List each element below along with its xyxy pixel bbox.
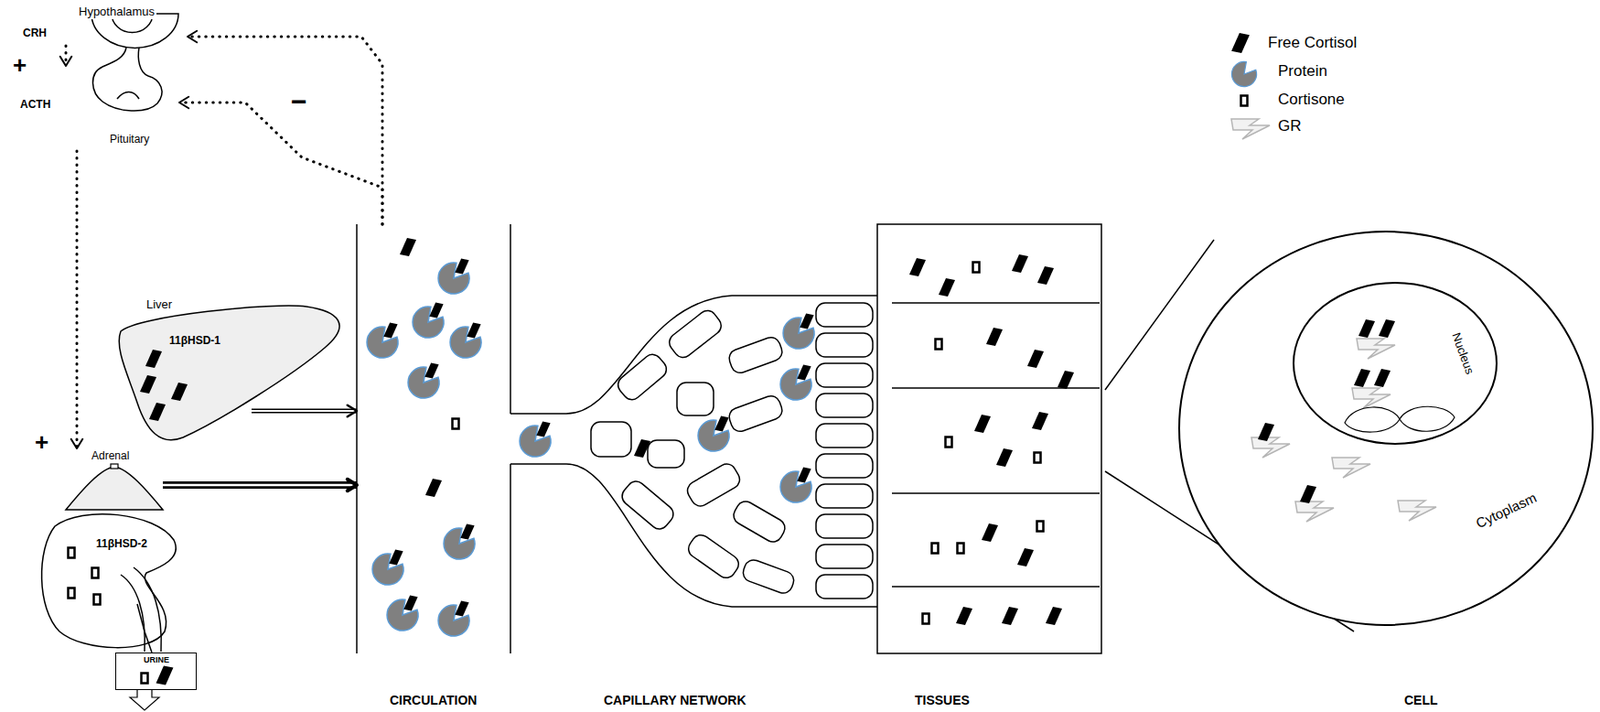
arrow-head bbox=[179, 96, 189, 109]
capillary-cell bbox=[730, 497, 788, 546]
legend-text: Protein bbox=[1277, 62, 1328, 81]
diagram-node: Hypothalamus bbox=[56, 3, 188, 46]
diagram-node: URINE bbox=[115, 652, 197, 690]
diagram-node: CELL Cytoplasm Nucleus bbox=[1179, 229, 1593, 709]
diagram-node: TISSUES bbox=[877, 224, 1102, 709]
connector-line bbox=[162, 481, 357, 489]
legend-text: Cortisone bbox=[1277, 90, 1345, 109]
capillary-cell bbox=[614, 350, 671, 403]
capillary-cell bbox=[816, 544, 873, 569]
node-label: Cytoplasm bbox=[1473, 489, 1540, 532]
capillary-cell bbox=[590, 421, 632, 457]
diagram-node: CIRCULATION bbox=[356, 224, 511, 709]
annotation-label: CRH bbox=[22, 27, 47, 39]
capillary-outline bbox=[510, 295, 878, 607]
adrenal-shape bbox=[65, 463, 163, 510]
capillary-cell bbox=[726, 393, 784, 434]
connector bbox=[251, 405, 357, 418]
diagram-node: Nucleus bbox=[1294, 282, 1499, 444]
connector bbox=[187, 31, 383, 225]
capillary-contents bbox=[519, 313, 815, 504]
legend-text: GR bbox=[1277, 117, 1302, 136]
capillary-cell bbox=[816, 363, 873, 387]
node-label: 11βHSD-2 bbox=[96, 537, 148, 551]
arrow-head bbox=[187, 31, 197, 43]
legend-text: Free Cortisol bbox=[1267, 33, 1357, 53]
capillary-cell bbox=[816, 574, 873, 599]
arrow-head bbox=[71, 439, 84, 449]
capillary-cell bbox=[647, 440, 685, 468]
annotation-label: − bbox=[290, 87, 308, 116]
capillary-cell bbox=[740, 557, 797, 596]
node-label: Nucleus bbox=[1448, 329, 1477, 378]
capillary-cell bbox=[816, 514, 873, 538]
cell-outline bbox=[1179, 231, 1593, 625]
connector-line bbox=[251, 408, 357, 414]
connector bbox=[179, 96, 383, 225]
connector-line bbox=[162, 483, 357, 487]
urine-contents bbox=[129, 665, 173, 711]
diagram-node: Adrenal bbox=[65, 448, 163, 510]
annotation-label: + bbox=[12, 53, 27, 77]
diagram-node: CAPILLARY NETWORK bbox=[548, 224, 877, 709]
annotation-label: ACTH bbox=[20, 98, 51, 110]
cell-contents bbox=[1251, 319, 1455, 522]
node-label: CELL bbox=[1404, 692, 1439, 708]
capillary-cell bbox=[816, 393, 873, 418]
tissue-contents bbox=[909, 254, 1074, 625]
diagram-node: Liver 11βHSD-1 bbox=[117, 292, 252, 444]
capillary-cell bbox=[816, 453, 873, 478]
capillary-cell bbox=[816, 332, 873, 357]
connector-line bbox=[179, 102, 383, 225]
capillary-cell bbox=[684, 460, 743, 509]
kidney-shape bbox=[42, 514, 177, 652]
capillary-cell bbox=[618, 477, 677, 533]
connector-line bbox=[75, 150, 79, 449]
legend-symbols bbox=[1231, 32, 1270, 140]
tissue-block bbox=[877, 224, 1102, 654]
capillary-cell bbox=[676, 382, 714, 416]
diagram-node: 11βHSD-2 bbox=[41, 521, 183, 604]
capillary-cell bbox=[816, 302, 873, 327]
liver-shape bbox=[118, 305, 340, 441]
capillary-cell bbox=[726, 334, 784, 376]
arrow-head bbox=[60, 56, 73, 66]
node-label: Pituitary bbox=[109, 133, 150, 147]
capillary-cell bbox=[665, 306, 726, 361]
node-label: 11βHSD-1 bbox=[169, 334, 221, 348]
node-label: Liver bbox=[146, 298, 172, 312]
node-label: URINE bbox=[143, 655, 170, 665]
connector-line bbox=[251, 409, 357, 412]
annotation-label: + bbox=[34, 429, 49, 454]
node-label: CAPILLARY NETWORK bbox=[603, 692, 747, 708]
node-label: Adrenal bbox=[91, 450, 129, 463]
circulation-contents bbox=[366, 237, 482, 636]
pituitary-shape bbox=[92, 47, 162, 111]
diagram-node: Pituitary bbox=[60, 65, 180, 151]
node-label: CIRCULATION bbox=[389, 692, 477, 708]
arrow-head bbox=[347, 405, 357, 418]
connector-line bbox=[137, 603, 152, 653]
arrow-head bbox=[347, 479, 357, 492]
capillary-cell bbox=[816, 483, 873, 508]
circulation-vessel bbox=[356, 224, 511, 654]
node-label: TISSUES bbox=[914, 692, 970, 708]
connector bbox=[60, 45, 73, 66]
connector bbox=[162, 479, 357, 492]
capillary-cell bbox=[685, 531, 742, 582]
capillary-cells bbox=[590, 302, 873, 599]
connector bbox=[137, 603, 152, 653]
node-label: Hypothalamus bbox=[76, 5, 157, 20]
capillary-cell bbox=[816, 423, 873, 448]
connector-line bbox=[187, 36, 383, 225]
connector bbox=[71, 150, 84, 449]
